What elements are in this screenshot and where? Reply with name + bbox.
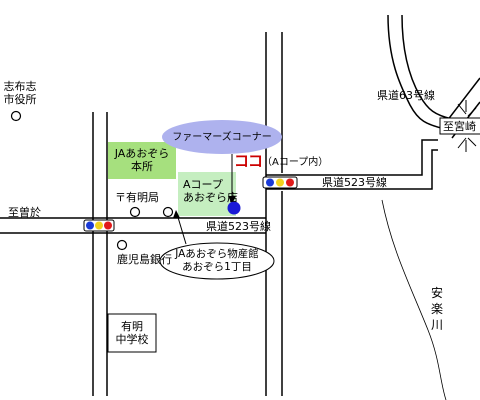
kagoshima-bank-label: 鹿児島銀行 bbox=[117, 253, 172, 266]
route523-west-label: 県道523号線 bbox=[206, 220, 271, 233]
to-sooo-label: 至曽於 bbox=[8, 206, 41, 219]
junction-burst-icon bbox=[457, 100, 477, 152]
ja-aozora-hq-label: JAあおぞら 本所 bbox=[114, 147, 170, 173]
a-coop-aozora-label: Aコープ あおぞら店 bbox=[183, 178, 238, 204]
farmers-corner-ellipse bbox=[162, 120, 282, 154]
shibushi-city-hall-label: 志布志 市役所 bbox=[3, 80, 37, 106]
traffic-signal-east-icon bbox=[262, 176, 298, 189]
route63-label: 県道63号線 bbox=[377, 89, 435, 102]
post-office-circle-icon bbox=[129, 206, 141, 218]
a-coop-inside-label: （Aコープ内） bbox=[262, 157, 329, 168]
route523-east-top bbox=[266, 139, 438, 176]
store-marker bbox=[227, 201, 241, 215]
ja-aozora-hq-box bbox=[108, 142, 176, 179]
miyazaki-label-box bbox=[439, 117, 480, 135]
ariake-jhs-label: 有明 中学校 bbox=[115, 320, 149, 346]
route523-east-bottom bbox=[266, 149, 438, 190]
post-office-label: 〒有明局 bbox=[115, 191, 159, 204]
bank-circle-icon bbox=[116, 239, 128, 251]
bussankan-pointer-line bbox=[176, 213, 187, 245]
route523-east-label: 県道523号線 bbox=[322, 176, 387, 189]
koko-label: ココ bbox=[234, 152, 263, 170]
ja-bussankan-label: JAあおぞら物産館 あおぞら1丁目 bbox=[175, 248, 259, 273]
bussankan-circle-icon bbox=[162, 206, 174, 218]
school-box bbox=[107, 313, 157, 353]
city-hall-circle-icon bbox=[10, 110, 22, 122]
route63-road-inner bbox=[401, 14, 480, 120]
river-line bbox=[381, 199, 447, 400]
route63-road-outer bbox=[387, 14, 480, 131]
farmers-pointer-arrow bbox=[228, 196, 236, 204]
river-label: 安楽川 bbox=[430, 286, 443, 332]
bussankan-pointer-arrow bbox=[173, 210, 180, 218]
traffic-signal-west-icon bbox=[83, 219, 115, 232]
to-miyazaki-label: 至宮崎 bbox=[443, 120, 476, 133]
bussankan-callout-ellipse bbox=[159, 242, 275, 280]
a-coop-box bbox=[178, 172, 236, 216]
farmers-corner-label: ファーマーズコーナー bbox=[172, 132, 272, 143]
